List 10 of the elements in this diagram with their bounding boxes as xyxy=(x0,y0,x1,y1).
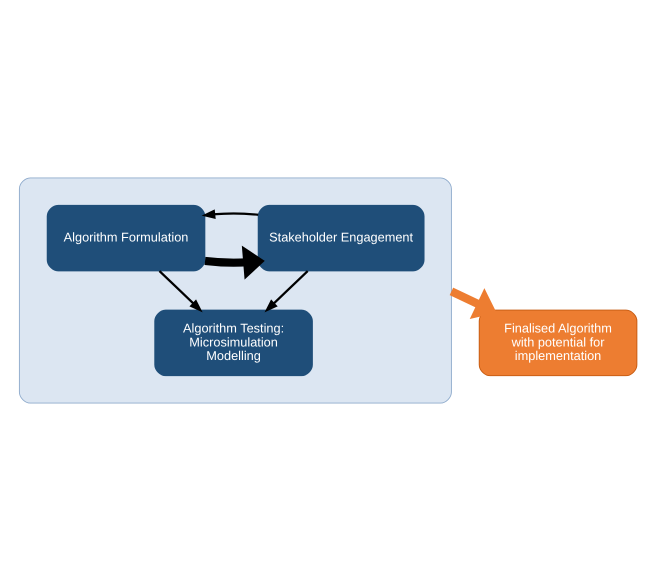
cluster xyxy=(18,177,452,404)
arrow xyxy=(264,270,308,312)
node-box: Stakeholder Engagement xyxy=(258,204,425,272)
arrow xyxy=(204,246,265,280)
arrow xyxy=(158,270,203,312)
node-box: Algorithm Testing: Microsimulation Modelling xyxy=(154,310,313,376)
arrow xyxy=(202,209,258,219)
node-box: Algorithm Formulation xyxy=(46,204,206,272)
node-box: Finalised Algorithm with potential for implementation xyxy=(478,310,638,376)
arrow xyxy=(450,288,497,319)
